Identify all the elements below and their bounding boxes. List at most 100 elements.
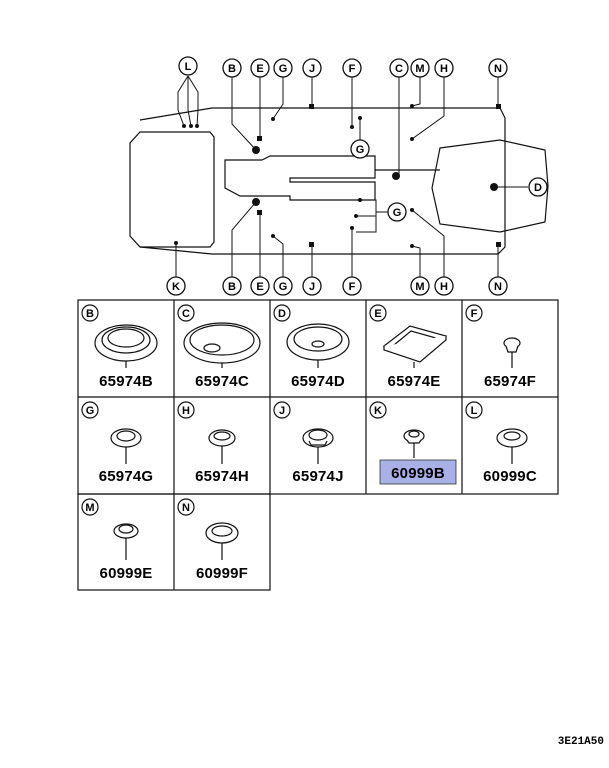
- part-number: 65974E: [388, 373, 441, 390]
- cell-G[interactable]: G 65974G: [81, 401, 154, 485]
- callout-M-bottom: M: [410, 276, 430, 296]
- svg-text:N: N: [494, 63, 502, 75]
- svg-text:M: M: [415, 281, 424, 293]
- part-number: 65974F: [484, 373, 536, 390]
- parts-grid: [77, 299, 559, 591]
- svg-text:J: J: [279, 405, 285, 417]
- svg-text:G: G: [356, 144, 365, 156]
- part-number: 60999E: [100, 565, 153, 582]
- callout-H-bottom: H: [434, 276, 454, 296]
- svg-text:L: L: [471, 405, 478, 417]
- svg-text:M: M: [415, 63, 424, 75]
- callout-F-bottom: F: [342, 276, 362, 296]
- leader-lines: [175, 75, 528, 277]
- grommet-h-drawing: [208, 429, 236, 464]
- callout-F-top: F: [342, 58, 362, 78]
- svg-text:B: B: [86, 308, 94, 320]
- svg-text:N: N: [182, 502, 190, 514]
- svg-text:E: E: [256, 281, 263, 293]
- svg-text:G: G: [279, 281, 288, 293]
- grommet-d-drawing: [286, 323, 350, 368]
- part-number: 60999C: [483, 468, 537, 485]
- grommet-l-drawing: [496, 428, 528, 464]
- plug-illustrations: [94, 322, 528, 560]
- svg-text:B: B: [228, 281, 236, 293]
- callout-G-upper-mid: G: [350, 139, 370, 159]
- grommet-m-drawing: [113, 523, 139, 560]
- svg-text:H: H: [182, 405, 190, 417]
- svg-text:G: G: [279, 63, 288, 75]
- cell-B[interactable]: B 65974B: [81, 304, 153, 390]
- part-number: 60999F: [196, 565, 248, 582]
- grommet-b-drawing: [94, 324, 158, 368]
- part-number: 65974D: [291, 373, 345, 390]
- cell-C[interactable]: C 65974C: [177, 304, 249, 390]
- cell-E[interactable]: E 65974E: [369, 304, 441, 390]
- svg-text:G: G: [86, 405, 95, 417]
- callout-N-bottom: N: [488, 276, 508, 296]
- svg-text:E: E: [374, 308, 381, 320]
- svg-text:K: K: [172, 281, 180, 293]
- svg-text:J: J: [309, 281, 315, 293]
- part-number: 60999B: [391, 465, 445, 482]
- cell-L[interactable]: L 60999C: [465, 401, 537, 485]
- callout-M-top: M: [410, 58, 430, 78]
- cell-D[interactable]: D 65974D: [273, 304, 345, 390]
- callout-D-right: D: [528, 177, 548, 197]
- grommet-k-drawing: [403, 429, 425, 458]
- svg-text:C: C: [182, 308, 190, 320]
- cell-N[interactable]: N 60999F: [177, 498, 248, 582]
- callout-B-top: B: [222, 58, 242, 78]
- callout-L-top: L: [178, 56, 198, 76]
- svg-text:N: N: [494, 281, 502, 293]
- cell-H[interactable]: H 65974H: [177, 401, 249, 485]
- callout-N-top: N: [488, 58, 508, 78]
- callout-G-lower-mid: G: [387, 202, 407, 222]
- svg-text:H: H: [440, 63, 448, 75]
- cell-K[interactable]: K 60999B: [369, 401, 445, 482]
- part-number: 65974G: [99, 468, 154, 485]
- callout-E-top: E: [250, 58, 270, 78]
- svg-text:D: D: [278, 308, 286, 320]
- part-number: 65974B: [99, 373, 153, 390]
- callout-J-top: J: [302, 58, 322, 78]
- svg-text:F: F: [349, 63, 356, 75]
- callout-E-bottom: E: [250, 276, 270, 296]
- grommet-c-drawing: [183, 322, 261, 368]
- svg-text:K: K: [374, 405, 382, 417]
- callout-K-bottom: K: [166, 276, 186, 296]
- grommet-j-drawing: [302, 428, 334, 464]
- svg-text:H: H: [440, 281, 448, 293]
- grommet-f-drawing: [503, 337, 521, 368]
- part-number: 65974C: [195, 373, 249, 390]
- svg-text:F: F: [471, 308, 478, 320]
- svg-text:C: C: [395, 63, 403, 75]
- floor-plug-markers: [174, 104, 501, 248]
- callout-J-bottom: J: [302, 276, 322, 296]
- svg-text:G: G: [393, 207, 402, 219]
- svg-text:M: M: [85, 502, 94, 514]
- svg-text:B: B: [228, 63, 236, 75]
- svg-text:F: F: [349, 281, 356, 293]
- cell-J[interactable]: J 65974J: [273, 401, 344, 485]
- callout-B-bottom: B: [222, 276, 242, 296]
- chassis-outline: [129, 107, 549, 255]
- svg-text:D: D: [534, 182, 542, 194]
- svg-text:E: E: [256, 63, 263, 75]
- svg-text:L: L: [185, 61, 192, 73]
- cell-F[interactable]: F 65974F: [465, 304, 536, 390]
- part-number: 65974H: [195, 468, 249, 485]
- svg-text:J: J: [309, 63, 315, 75]
- grommet-n-drawing: [205, 522, 239, 560]
- cell-M[interactable]: M 60999E: [81, 498, 153, 582]
- grommet-e-drawing: [382, 325, 448, 368]
- part-number-highlight: [379, 459, 457, 485]
- callout-G-top: G: [273, 58, 293, 78]
- diagram-reference-code: 3E21A50: [558, 736, 604, 748]
- grommet-g-drawing: [110, 428, 142, 464]
- callout-C-top: C: [389, 58, 409, 78]
- part-number: 65974J: [292, 468, 343, 485]
- callout-G-bottom: G: [273, 276, 293, 296]
- callout-H-top: H: [434, 58, 454, 78]
